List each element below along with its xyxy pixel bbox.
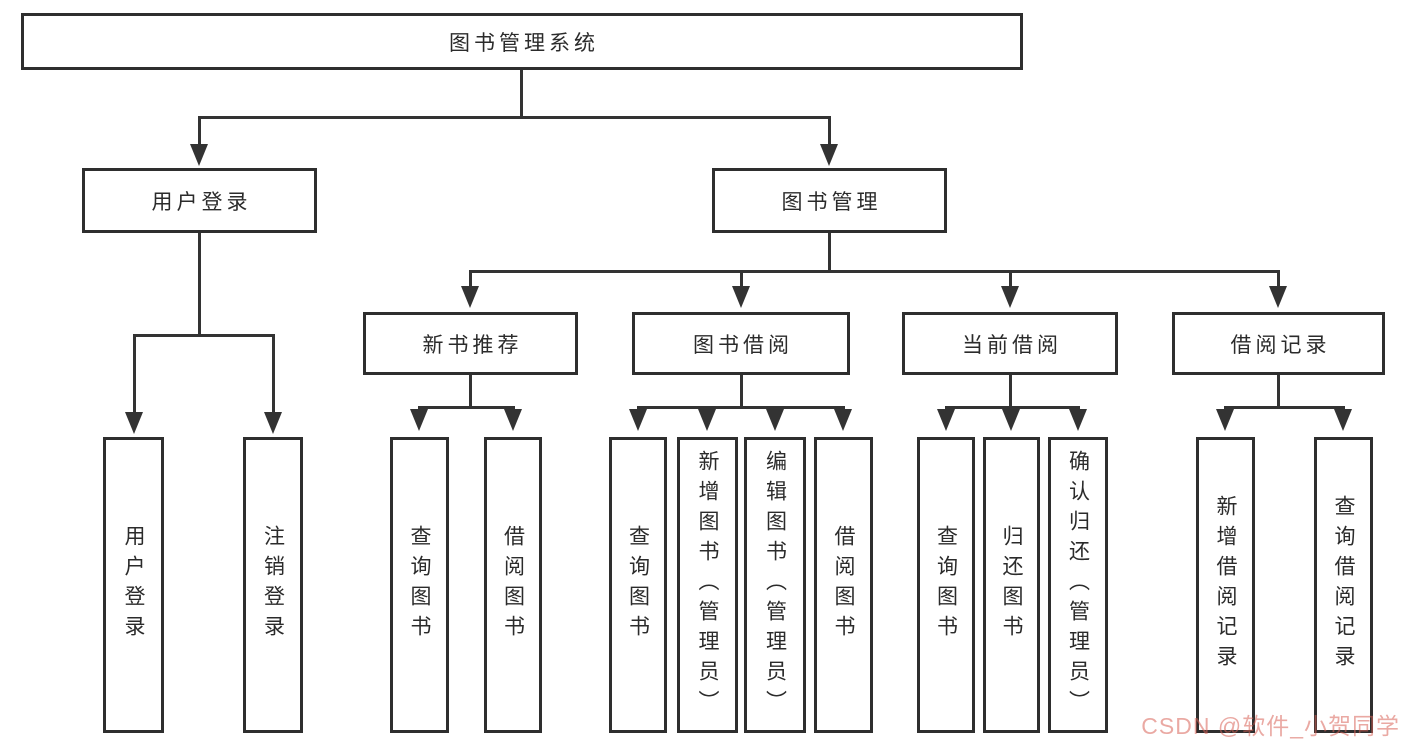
- node-book-management: 图书管理: [712, 168, 947, 233]
- connector-line: [469, 270, 1280, 273]
- leaf-label: 确认归还（管理员）: [1066, 450, 1090, 720]
- leaf-add-book-admin: 新增图书（管理员）: [677, 437, 738, 733]
- connector-line: [1277, 375, 1280, 409]
- connector-line: [198, 116, 831, 119]
- arrow-down-icon: [504, 409, 522, 431]
- leaf-logout: 注销登录: [243, 437, 303, 733]
- node-book-borrow: 图书借阅: [632, 312, 850, 375]
- arrow-down-icon: [190, 144, 208, 166]
- leaf-label: 借阅图书: [501, 525, 525, 645]
- arrow-down-icon: [766, 409, 784, 431]
- leaf-return-book: 归还图书: [983, 437, 1040, 733]
- node-borrow-record: 借阅记录: [1172, 312, 1385, 375]
- connector-line: [1009, 270, 1012, 288]
- connector-line: [1009, 375, 1012, 409]
- connector-line: [828, 116, 831, 146]
- connector-line: [198, 116, 201, 146]
- leaf-label: 新增图书（管理员）: [696, 450, 719, 720]
- arrow-down-icon: [629, 409, 647, 431]
- leaf-label: 新增借阅记录: [1214, 495, 1237, 675]
- leaf-query-borrow-record: 查询借阅记录: [1314, 437, 1373, 733]
- connector-line: [133, 334, 136, 413]
- node-new-book-recommend: 新书推荐: [363, 312, 578, 375]
- connector-line: [1277, 270, 1280, 288]
- connector-line: [828, 233, 831, 273]
- connector-line: [469, 270, 472, 288]
- arrow-down-icon: [1002, 409, 1020, 431]
- arrow-down-icon: [937, 409, 955, 431]
- connector-line: [520, 70, 523, 118]
- leaf-add-borrow-record: 新增借阅记录: [1196, 437, 1255, 733]
- csdn-watermark: CSDN @软件_小贺同学: [1141, 713, 1400, 739]
- node-root: 图书管理系统: [21, 13, 1023, 70]
- arrow-down-icon: [1334, 409, 1352, 431]
- leaf-label: 查询借阅记录: [1332, 495, 1355, 675]
- leaf-label: 查询图书: [408, 525, 431, 645]
- arrow-down-icon: [461, 286, 479, 308]
- connector-line: [740, 375, 743, 409]
- arrow-down-icon: [698, 409, 716, 431]
- leaf-label: 查询图书: [934, 525, 958, 645]
- node-user-login: 用户登录: [82, 168, 317, 233]
- leaf-borrow-book-recommend: 借阅图书: [484, 437, 542, 733]
- leaf-label: 用户登录: [122, 525, 145, 645]
- arrow-down-icon: [834, 409, 852, 431]
- connector-line: [418, 406, 515, 409]
- leaf-label: 查询图书: [626, 525, 650, 645]
- leaf-label: 注销登录: [261, 525, 285, 645]
- arrow-down-icon: [264, 412, 282, 434]
- connector-line: [272, 334, 275, 413]
- connector-line: [133, 334, 275, 337]
- arrow-down-icon: [410, 409, 428, 431]
- connector-line: [198, 233, 201, 337]
- node-current-borrow: 当前借阅: [902, 312, 1118, 375]
- leaf-edit-book-admin: 编辑图书（管理员）: [744, 437, 806, 733]
- arrow-down-icon: [1069, 409, 1087, 431]
- arrow-down-icon: [820, 144, 838, 166]
- connector-line: [740, 270, 743, 288]
- arrow-down-icon: [1269, 286, 1287, 308]
- arrow-down-icon: [1001, 286, 1019, 308]
- arrow-down-icon: [1216, 409, 1234, 431]
- leaf-query-book-borrow: 查询图书: [609, 437, 667, 733]
- leaf-user-login: 用户登录: [103, 437, 164, 733]
- connector-line: [1224, 406, 1345, 409]
- leaf-label: 编辑图书（管理员）: [763, 450, 787, 720]
- leaf-confirm-return-admin: 确认归还（管理员）: [1048, 437, 1108, 733]
- arrow-down-icon: [732, 286, 750, 308]
- connector-line: [469, 375, 472, 409]
- connector-line: [945, 406, 1080, 409]
- leaf-query-book-recommend: 查询图书: [390, 437, 449, 733]
- leaf-query-book-current: 查询图书: [917, 437, 975, 733]
- leaf-label: 借阅图书: [832, 525, 855, 645]
- leaf-borrow-book: 借阅图书: [814, 437, 873, 733]
- connector-line: [637, 406, 845, 409]
- arrow-down-icon: [125, 412, 143, 434]
- leaf-label: 归还图书: [1000, 525, 1023, 645]
